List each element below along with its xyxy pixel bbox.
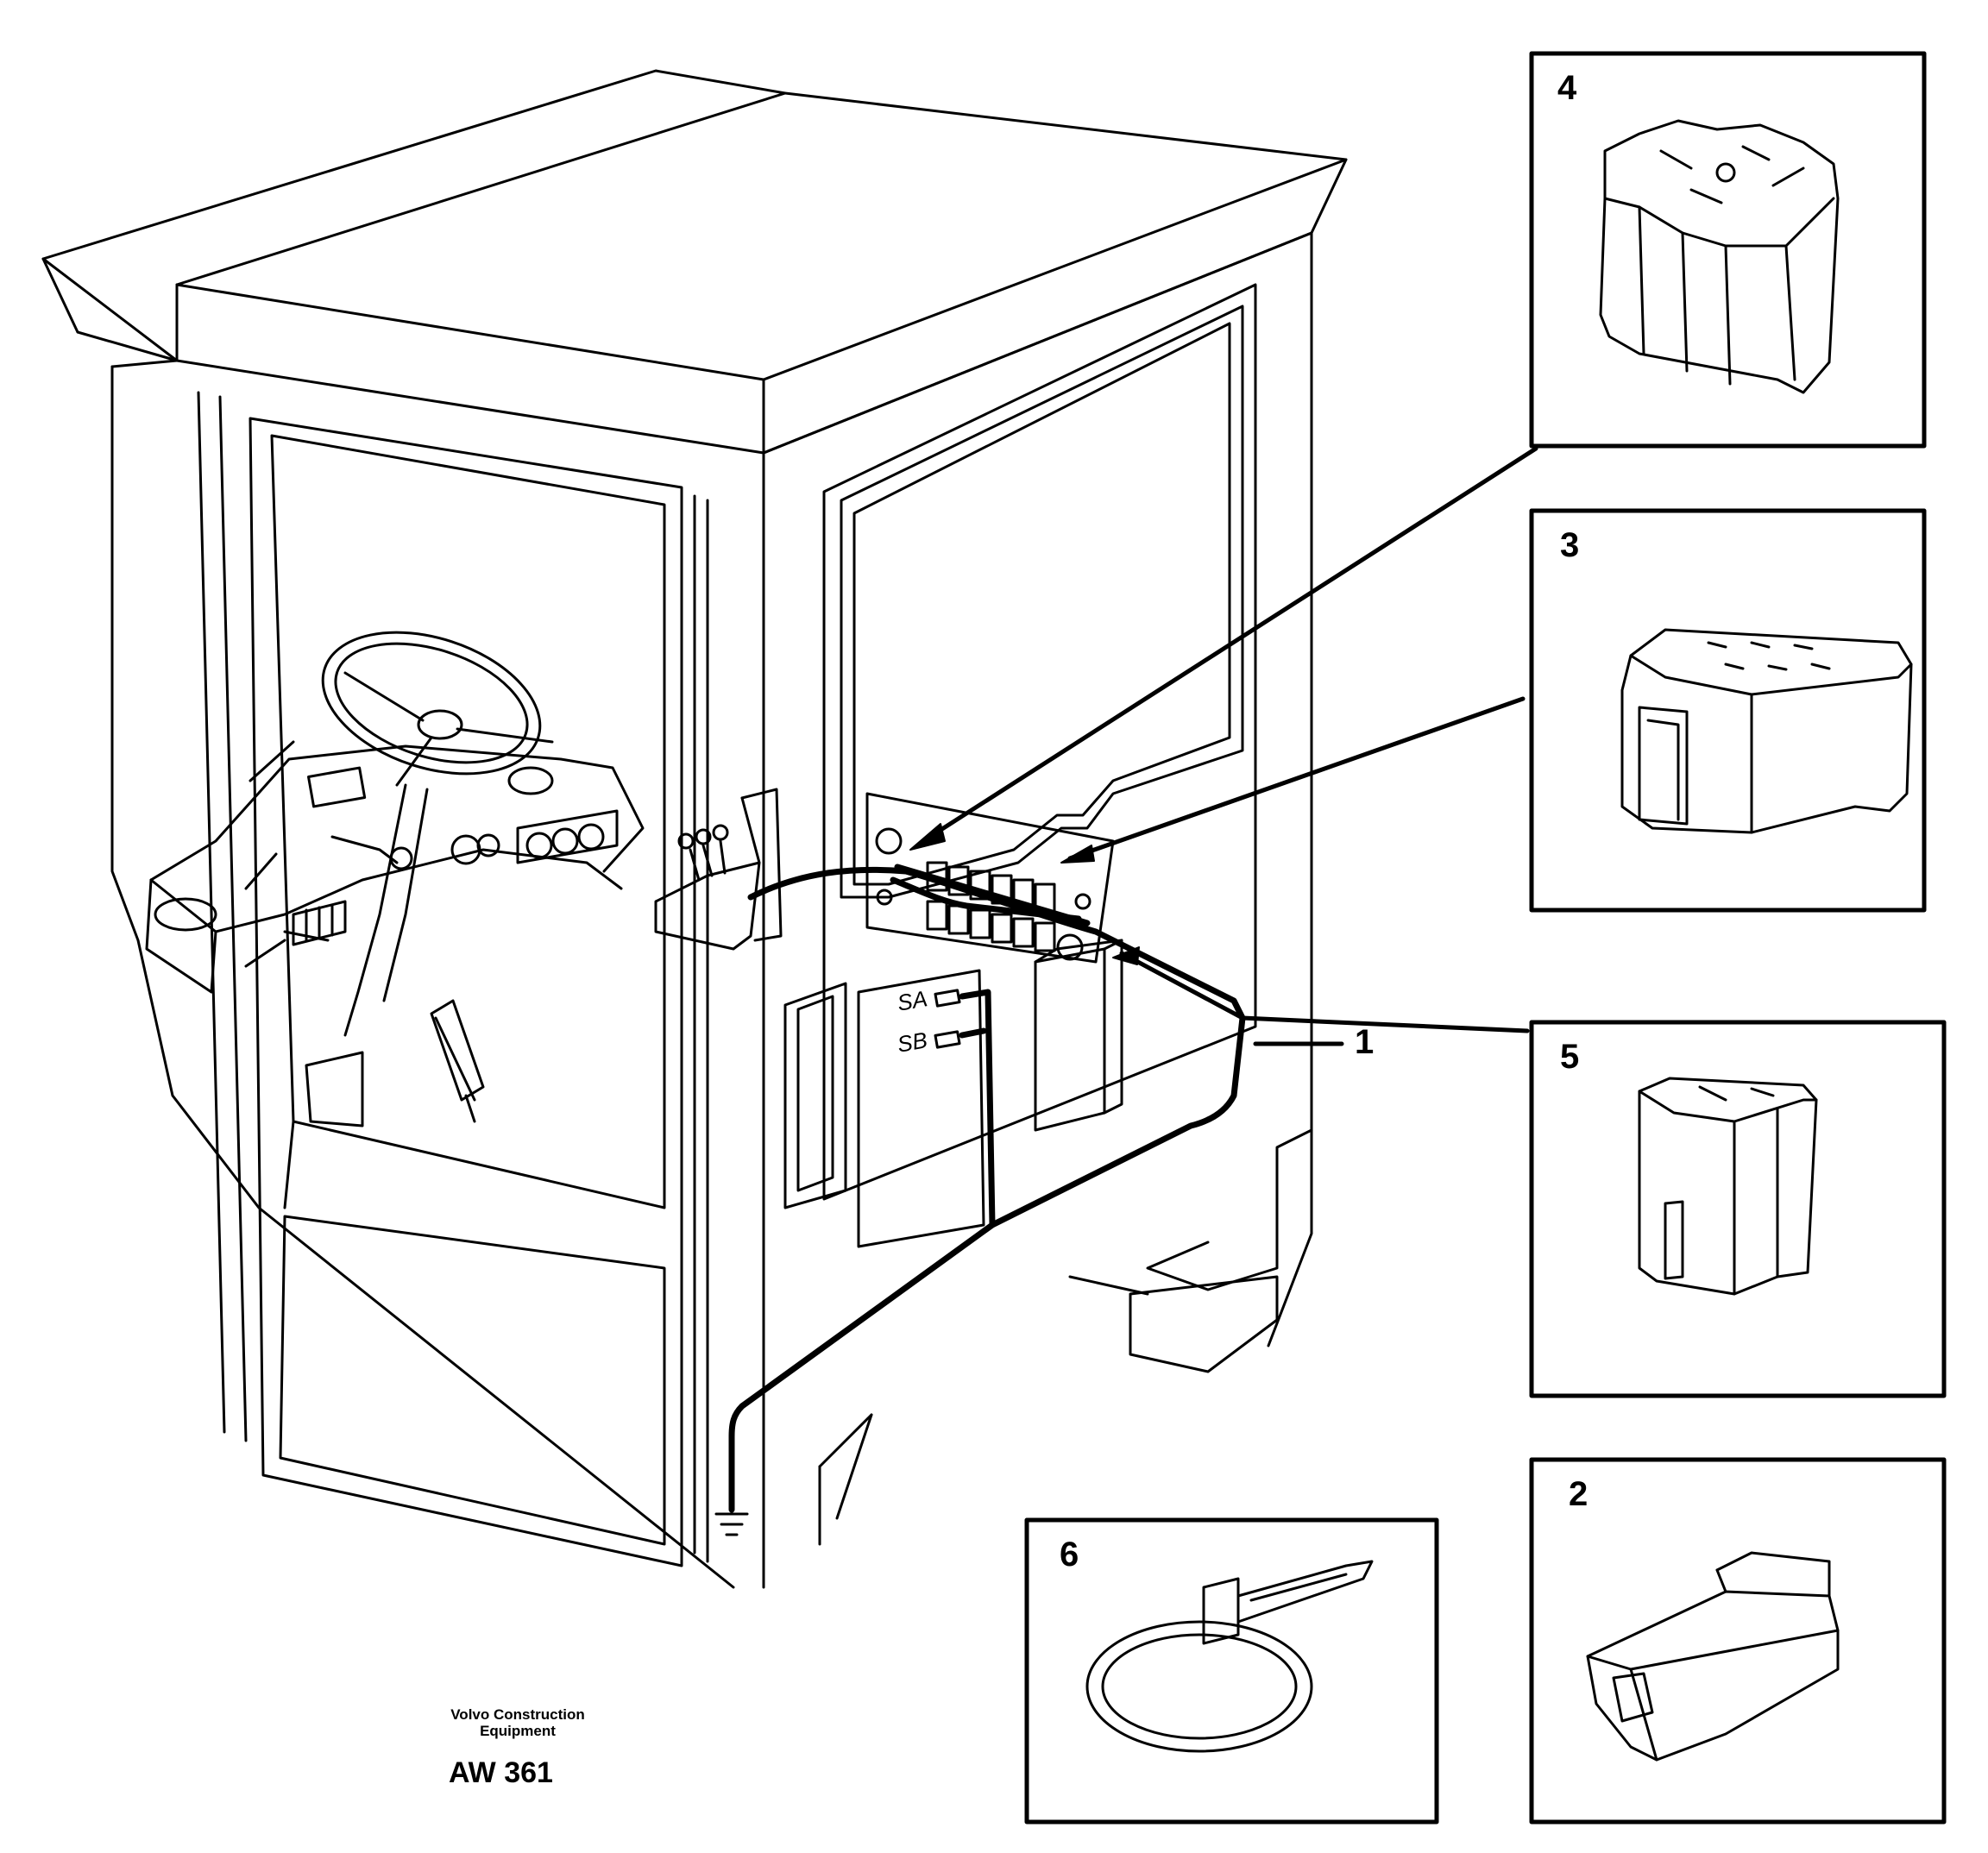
detail-box-3 [1532, 511, 1924, 910]
callout-2: 2 [1569, 1475, 1589, 1513]
fuse-panel [867, 794, 1113, 962]
label-sb: SB [895, 1027, 929, 1058]
callout-1: 1 [1355, 1023, 1375, 1061]
ground-symbol [716, 1510, 747, 1535]
label-sa: SA [895, 985, 929, 1016]
relay-boards [785, 940, 1122, 1247]
dashboard [147, 742, 643, 1126]
credit-line-2: Equipment [480, 1723, 556, 1739]
cab-right-face [764, 233, 1312, 1544]
cab-roof [43, 71, 1346, 453]
callout-5: 5 [1560, 1038, 1580, 1076]
leader-arrowheads [910, 824, 1139, 964]
cab-left-face [112, 361, 764, 1587]
credit-line-1: Volvo Construction [450, 1706, 585, 1723]
detail-box-4 [1532, 53, 1924, 446]
steering-wheel [305, 606, 558, 1035]
callout-3: 3 [1560, 526, 1580, 564]
document-id: AW 361 [449, 1756, 553, 1789]
wiring-harness [732, 867, 1242, 1510]
control-console [656, 789, 781, 949]
detail-box-2 [1532, 1460, 1944, 1822]
callout-4: 4 [1557, 69, 1577, 107]
publisher-credit: Volvo Construction Equipment [431, 1706, 604, 1739]
leader-lines [923, 449, 1536, 1044]
detail-box-6 [1027, 1520, 1437, 1822]
callout-6: 6 [1060, 1536, 1079, 1573]
detail-box-5 [1532, 1022, 1944, 1396]
